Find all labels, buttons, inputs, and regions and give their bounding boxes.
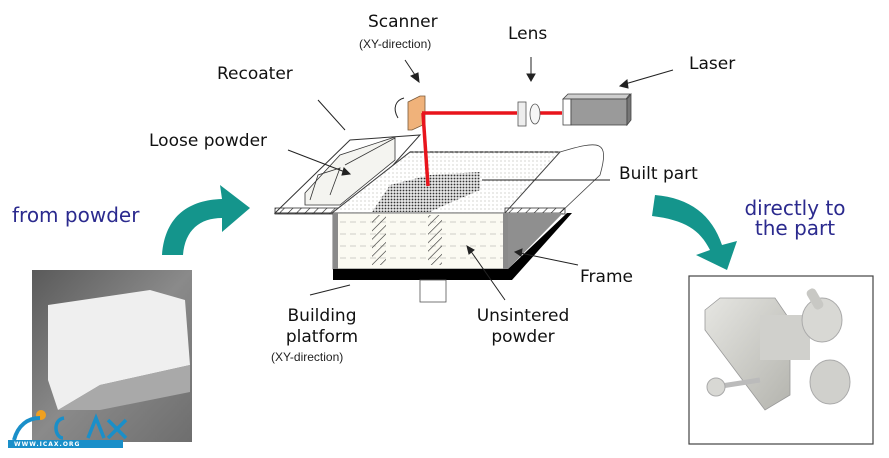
loose-powder-label: Loose powder (149, 131, 268, 151)
powder-photo (32, 270, 192, 442)
frame-label: Frame (580, 267, 633, 287)
directly-to-caption: directly to (744, 196, 846, 220)
building-platform-label-1: Building (287, 306, 357, 326)
powder-bed-body (332, 212, 572, 303)
logo-url-text: WWW.ICAX.ORG (14, 441, 81, 448)
building-platform-label-2: platform (285, 327, 359, 347)
from-powder-caption: from powder (12, 203, 140, 227)
left-teal-arrow (162, 185, 250, 255)
leader-lines (287, 57, 674, 301)
building-platform-sublabel: (XY-direction) (271, 350, 344, 364)
lens-shape (517, 101, 541, 127)
recoater-label: Recoater (217, 64, 293, 84)
scanner-mirror (394, 95, 426, 131)
laser-source (562, 92, 632, 127)
part-photo (688, 275, 874, 445)
built-part-label: Built part (619, 164, 698, 184)
laser-label: Laser (689, 54, 736, 74)
scanner-sublabel: (XY-direction) (359, 37, 432, 51)
lens-label: Lens (508, 24, 548, 44)
unsintered-label-2: powder (491, 327, 555, 347)
the-part-caption: the part (754, 216, 836, 240)
unsintered-label-1: Unsintered (476, 306, 570, 326)
scanner-label: Scanner (368, 12, 438, 32)
icax-logo (8, 410, 128, 448)
right-teal-arrow (652, 195, 737, 270)
